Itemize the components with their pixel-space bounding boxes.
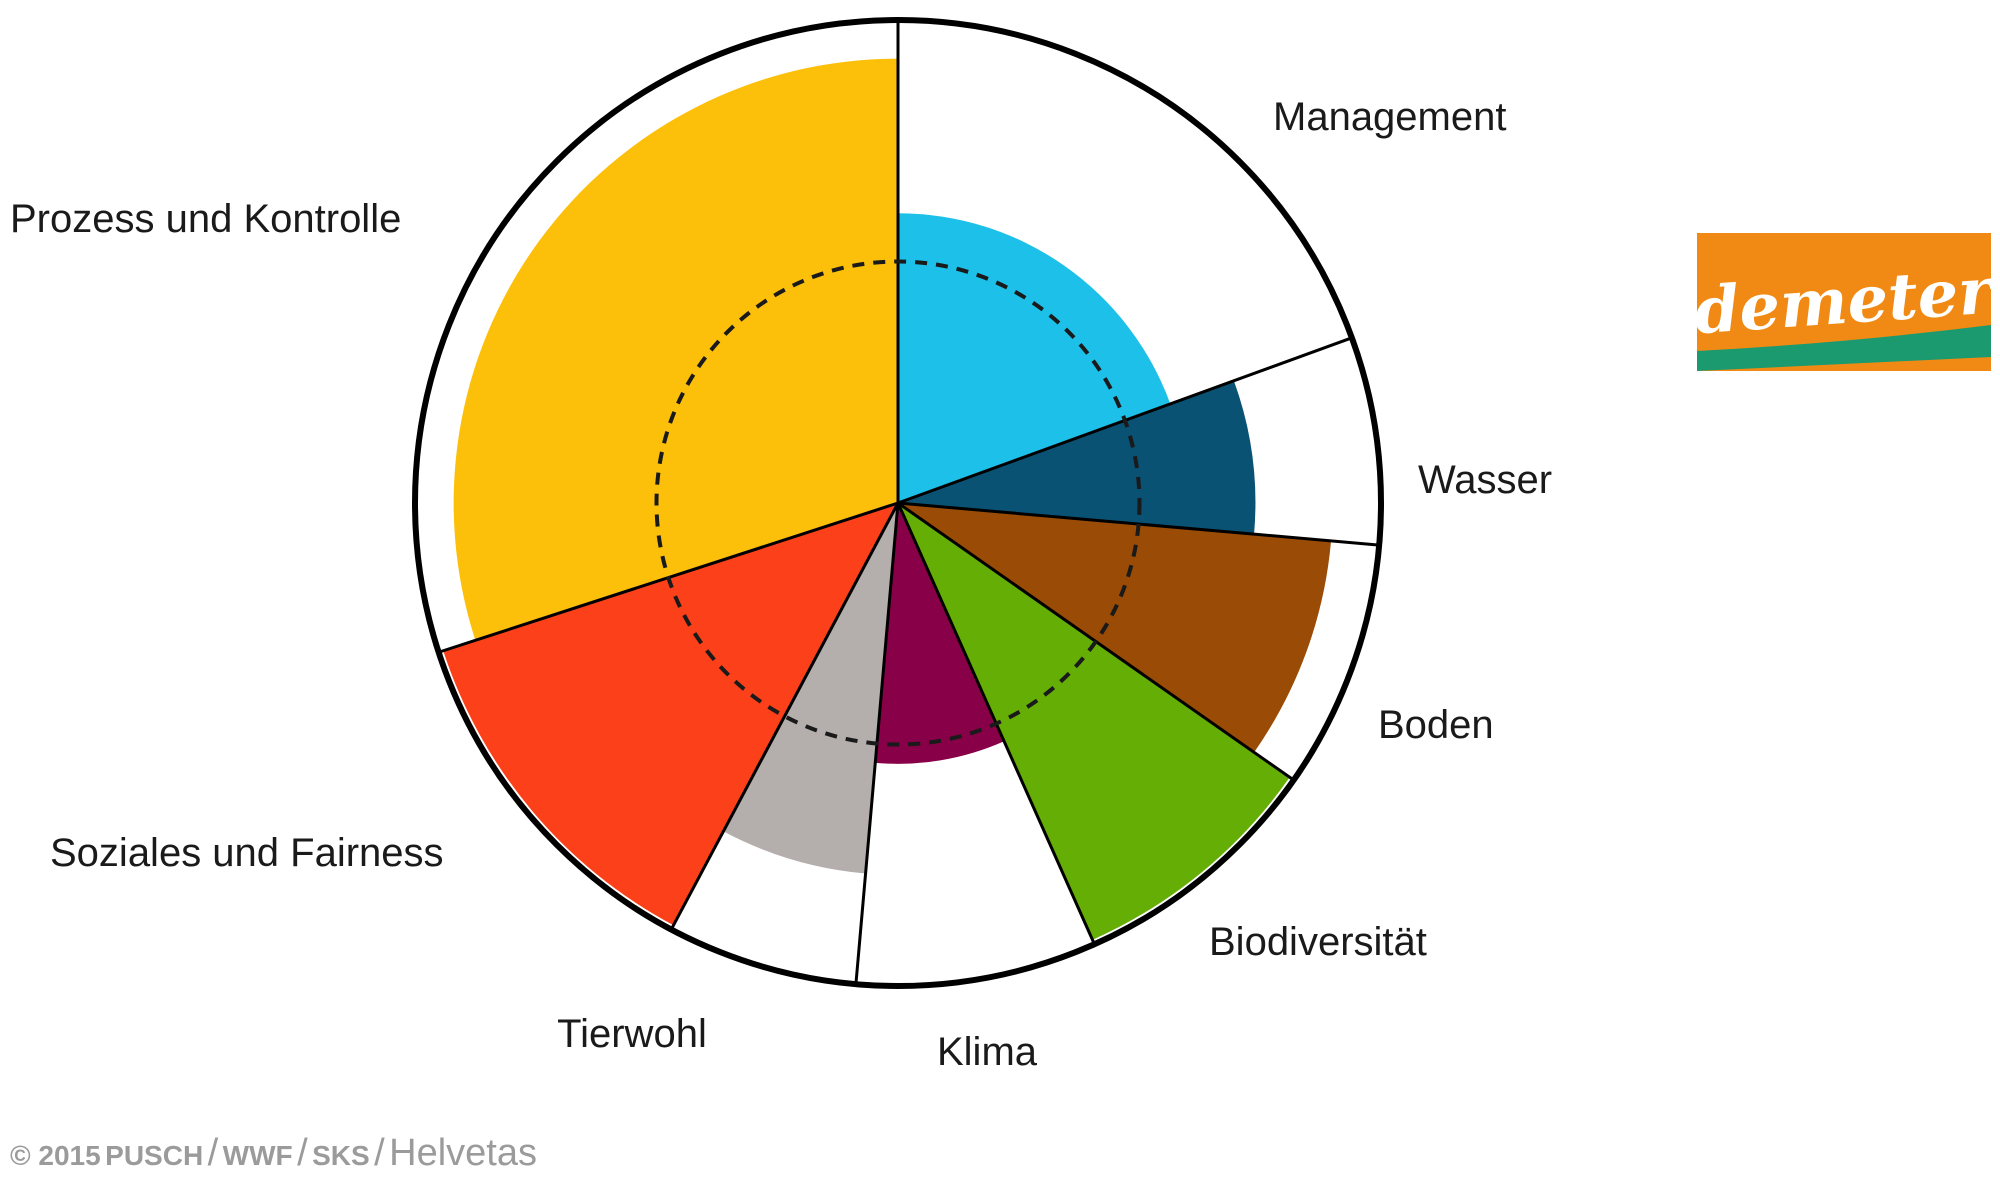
footer-helvetas: Helvetas <box>389 1132 537 1174</box>
label-tierwohl: Tierwohl <box>557 1012 707 1056</box>
sector-biodiversitaet <box>898 503 1290 940</box>
sector-boden <box>898 503 1332 753</box>
footer-separator: / <box>374 1132 385 1174</box>
reference-ring <box>654 259 1142 747</box>
sector-divider <box>669 502 900 931</box>
sector-tierwohl <box>723 503 898 874</box>
footer-separator: / <box>297 1132 308 1174</box>
outer-ring <box>412 17 1384 989</box>
footer-separator: / <box>207 1132 219 1174</box>
label-boden: Boden <box>1378 703 1494 747</box>
copyright-footer: © 2015 PUSCH / WWF / SKS / Helvetas <box>10 1132 537 1175</box>
demeter-logo: demeter <box>1692 233 1999 371</box>
label-klima: Klima <box>937 1030 1038 1074</box>
sector-soziales-und-fairness <box>443 503 898 926</box>
footer-sks: SKS <box>312 1140 370 1171</box>
sector-wasser <box>898 380 1256 535</box>
footer-wwf: WWF <box>222 1140 293 1171</box>
sector-prozess-und-kontrolle <box>453 58 898 641</box>
logo-stripe <box>1697 325 1991 371</box>
sector-klima <box>875 503 1005 764</box>
label-soziales-und-fairness: Soziales und Fairness <box>50 831 444 875</box>
sector-fills <box>443 58 1332 940</box>
label-wasser: Wasser <box>1418 458 1552 502</box>
label-management: Management <box>1273 95 1506 139</box>
label-biodiversitaet: Biodiversität <box>1209 920 1427 964</box>
copyright-year: © 2015 <box>10 1140 101 1171</box>
footer-pusch: PUSCH <box>105 1140 204 1171</box>
sector-management <box>898 213 1171 503</box>
label-prozess-und-kontrolle: Prozess und Kontrolle <box>10 197 401 241</box>
